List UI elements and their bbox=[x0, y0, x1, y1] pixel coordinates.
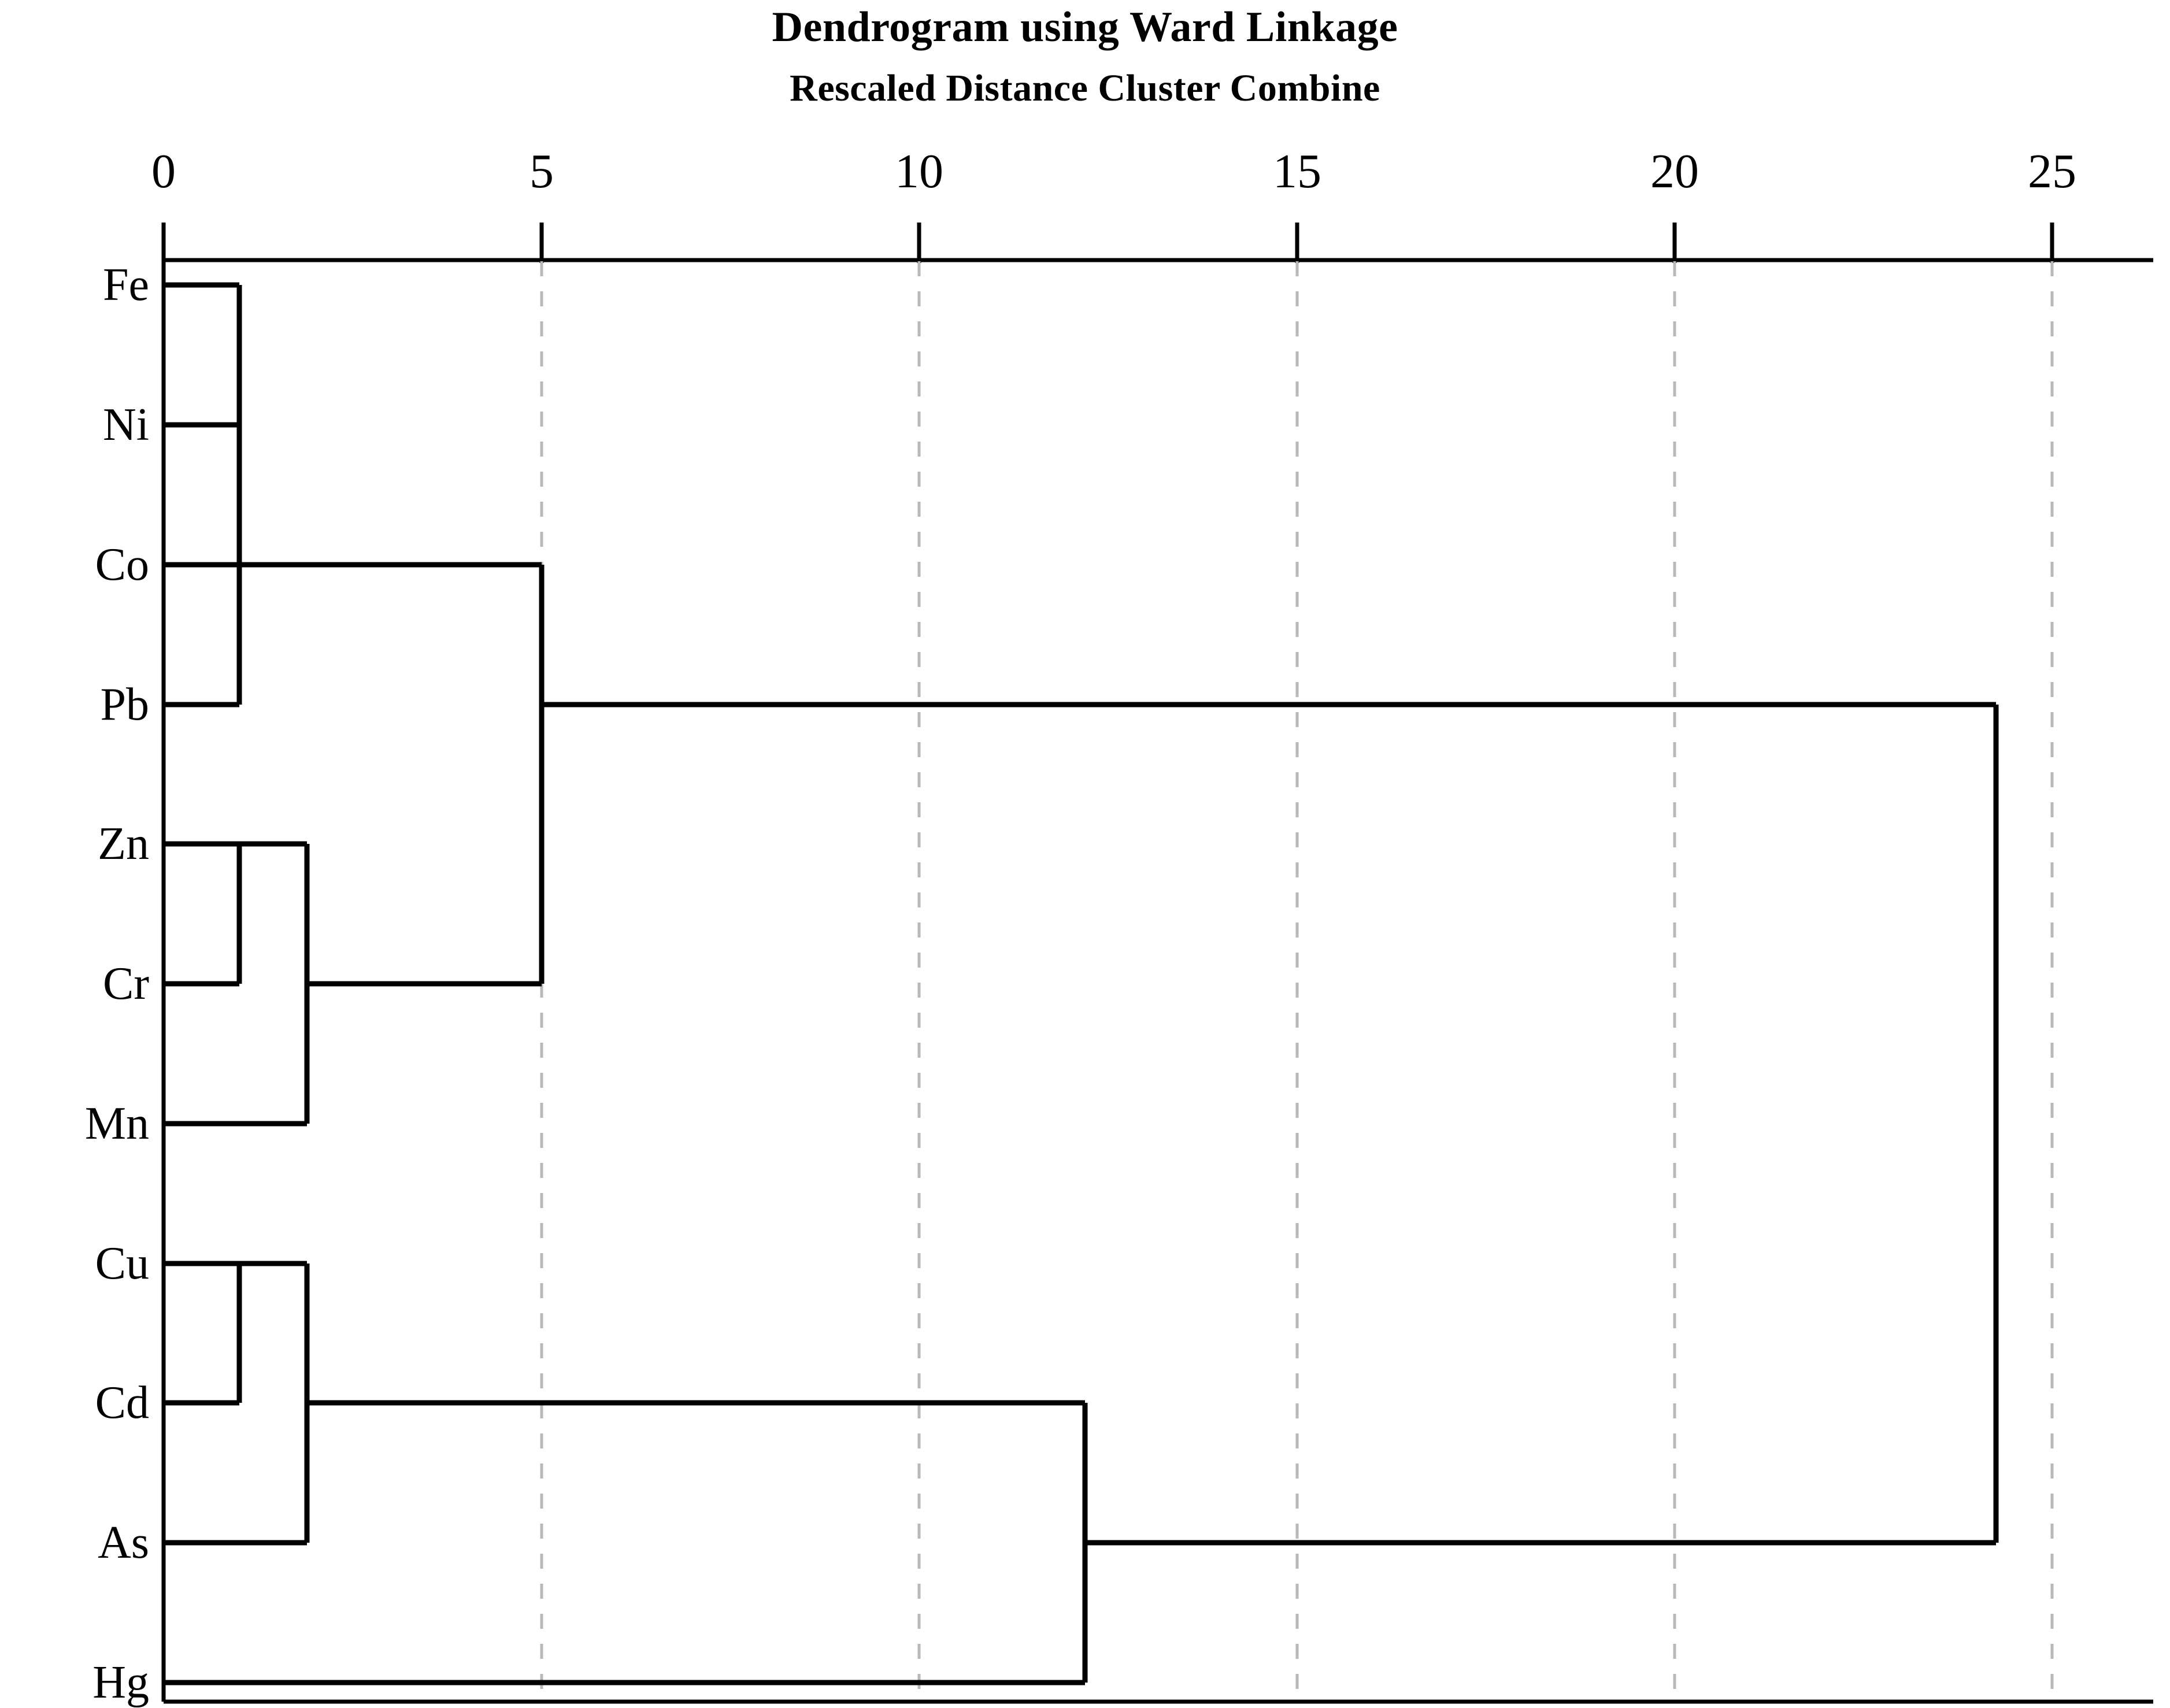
leaf-label-cr: Cr bbox=[103, 958, 149, 1009]
leaf-label-zn: Zn bbox=[98, 818, 149, 869]
leaf-labels: Fe Ni Co Pb Zn Cr Mn Cu Cd As Hg bbox=[0, 0, 162, 1708]
chart-title: Dendrogram using Ward Linkage bbox=[772, 3, 1398, 51]
plot-frame bbox=[161, 258, 2153, 1704]
x-tick-label-15: 15 bbox=[1273, 145, 1321, 198]
leaf-label-mn: Mn bbox=[84, 1098, 149, 1149]
leaf-label-pb: Pb bbox=[100, 679, 150, 730]
chart-titles: Dendrogram using Ward Linkage Rescaled D… bbox=[0, 0, 2170, 108]
dendrogram-links bbox=[164, 282, 1999, 1685]
x-axis-tick-marks bbox=[161, 223, 2054, 263]
gridlines bbox=[540, 261, 2054, 1700]
x-tick-label-20: 20 bbox=[1650, 145, 1699, 198]
leaf-label-hg: Hg bbox=[92, 1657, 149, 1708]
leaf-label-cu: Cu bbox=[95, 1238, 149, 1289]
leaf-label-ni: Ni bbox=[103, 399, 149, 450]
chart-subtitle: Rescaled Distance Cluster Combine bbox=[790, 67, 1380, 109]
x-tick-label-5: 5 bbox=[529, 145, 554, 198]
x-tick-label-0: 0 bbox=[151, 145, 176, 198]
leaf-label-fe: Fe bbox=[103, 260, 149, 310]
leaf-label-as: As bbox=[98, 1517, 149, 1568]
x-tick-label-25: 25 bbox=[2028, 145, 2076, 198]
x-tick-label-10: 10 bbox=[895, 145, 943, 198]
leaf-label-cd: Cd bbox=[95, 1377, 149, 1428]
leaf-label-co: Co bbox=[95, 539, 149, 590]
x-axis-tick-labels: 0 5 10 15 20 25 bbox=[0, 147, 2170, 217]
